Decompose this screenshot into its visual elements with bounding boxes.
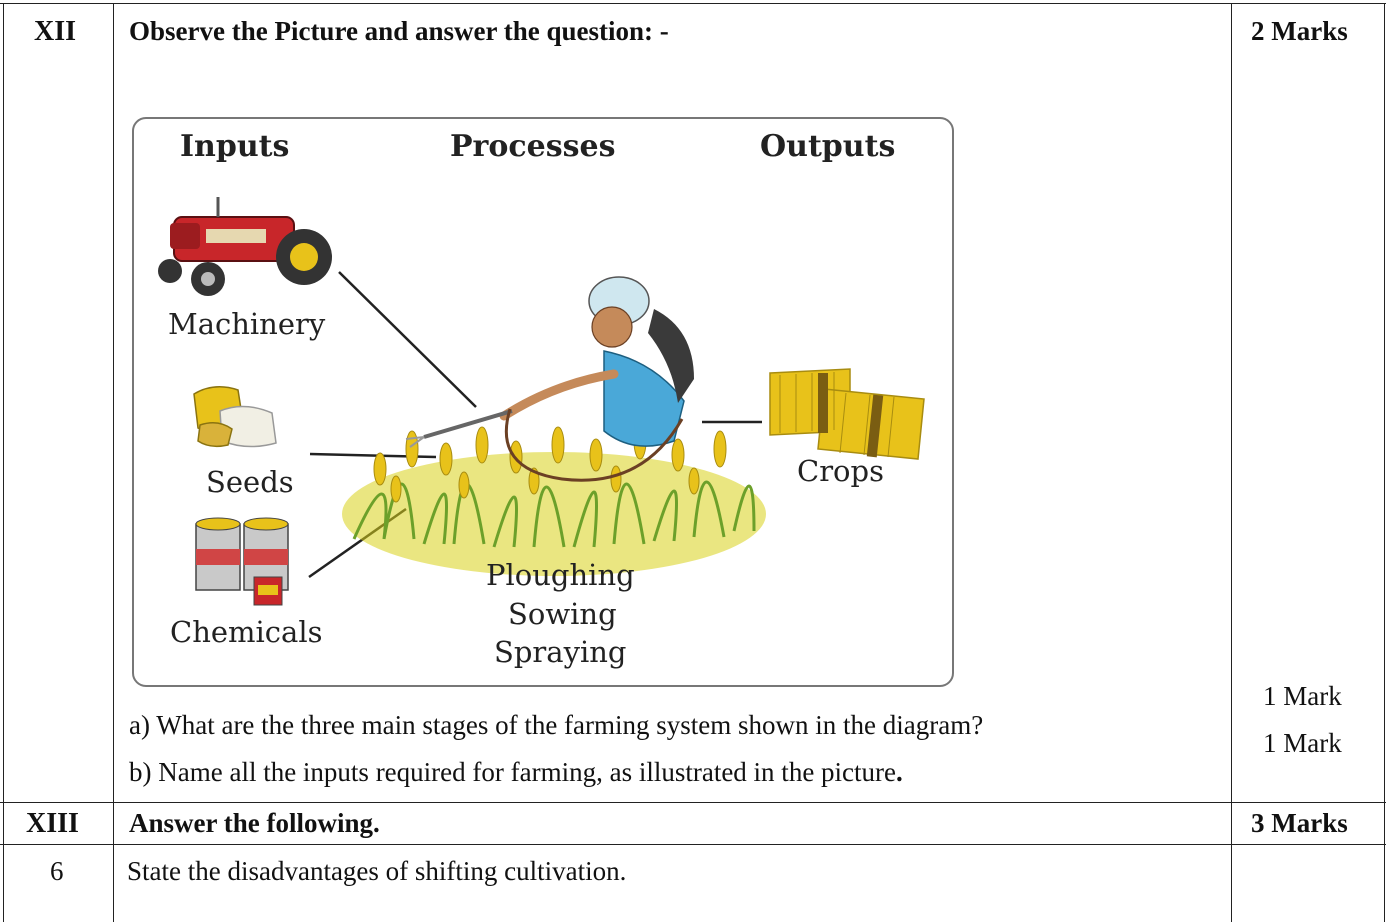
question-heading-xii: Observe the Picture and answer the quest… [129, 16, 669, 46]
subquestion-b: b) Name all the inputs required for farm… [129, 757, 903, 788]
label-spraying: Spraying [494, 635, 627, 669]
marks-subquestion-b: 1 Mark [1263, 728, 1342, 758]
subquestion-a: a) What are the three main stages of the… [129, 710, 984, 740]
label-seeds: Seeds [206, 465, 294, 499]
column-divider-marks [1231, 3, 1232, 922]
label-machinery: Machinery [168, 307, 326, 341]
label-ploughing: Ploughing [486, 558, 635, 592]
label-chemicals: Chemicals [170, 615, 323, 649]
question-number-xiii: XIII [26, 808, 79, 839]
tractor-icon [158, 197, 332, 296]
crops-bundle-icon [769, 368, 925, 460]
table-left-border [3, 3, 4, 922]
marks-xii: 2 Marks [1251, 16, 1348, 46]
farmer-figure [405, 276, 694, 482]
heading-outputs: Outputs [760, 129, 896, 164]
crop-field [342, 422, 766, 576]
diagram-artwork [158, 197, 925, 606]
row-divider-xiii [0, 802, 1386, 803]
row-divider-6 [0, 844, 1386, 845]
column-divider-number [113, 3, 114, 922]
marks-xiii: 3 Marks [1251, 808, 1348, 838]
question-heading-xiii: Answer the following. [129, 808, 380, 838]
chemicals-icon [195, 517, 289, 606]
heading-inputs: Inputs [180, 129, 290, 164]
farming-system-diagram: Inputs Processes Outputs [132, 117, 954, 687]
question-number-xii: XII [34, 16, 77, 47]
table-right-border [1384, 3, 1385, 922]
heading-processes: Processes [450, 129, 616, 164]
seeds-icon [193, 386, 277, 448]
table-top-border [0, 3, 1386, 4]
marks-subquestion-a: 1 Mark [1263, 681, 1342, 711]
subquestion-b-text: b) Name all the inputs required for farm… [129, 757, 897, 787]
label-sowing: Sowing [508, 597, 617, 631]
question-text-6: State the disadvantages of shifting cult… [127, 856, 627, 886]
label-crops: Crops [797, 454, 884, 488]
connector-machinery [338, 271, 477, 408]
subquestion-b-period: . [896, 757, 903, 787]
question-number-6: 6 [50, 856, 64, 886]
